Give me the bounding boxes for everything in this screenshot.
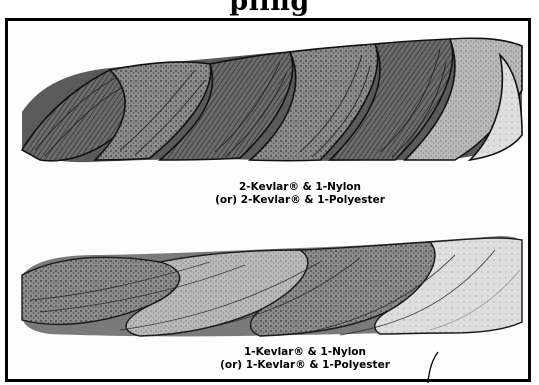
rope-top-caption-line1: 2-Kevlar® & 1-Nylon	[190, 181, 410, 194]
rope-top-caption: 2-Kevlar® & 1-Nylon (or) 2-Kevlar® & 1-P…	[190, 181, 410, 207]
rope-bottom-caption-line1: 1-Kevlar® & 1-Nylon	[190, 346, 420, 359]
pen-stroke-mark	[420, 350, 450, 385]
rope-bottom-caption: 1-Kevlar® & 1-Nylon (or) 1-Kevlar® & 1-P…	[190, 346, 420, 372]
rope-bottom-caption-line2: (or) 1-Kevlar® & 1-Polyester	[190, 359, 420, 372]
rope-top-illustration	[22, 37, 522, 162]
rope-bottom-illustration	[22, 236, 522, 336]
rope-top-caption-line2: (or) 2-Kevlar® & 1-Polyester	[190, 194, 410, 207]
